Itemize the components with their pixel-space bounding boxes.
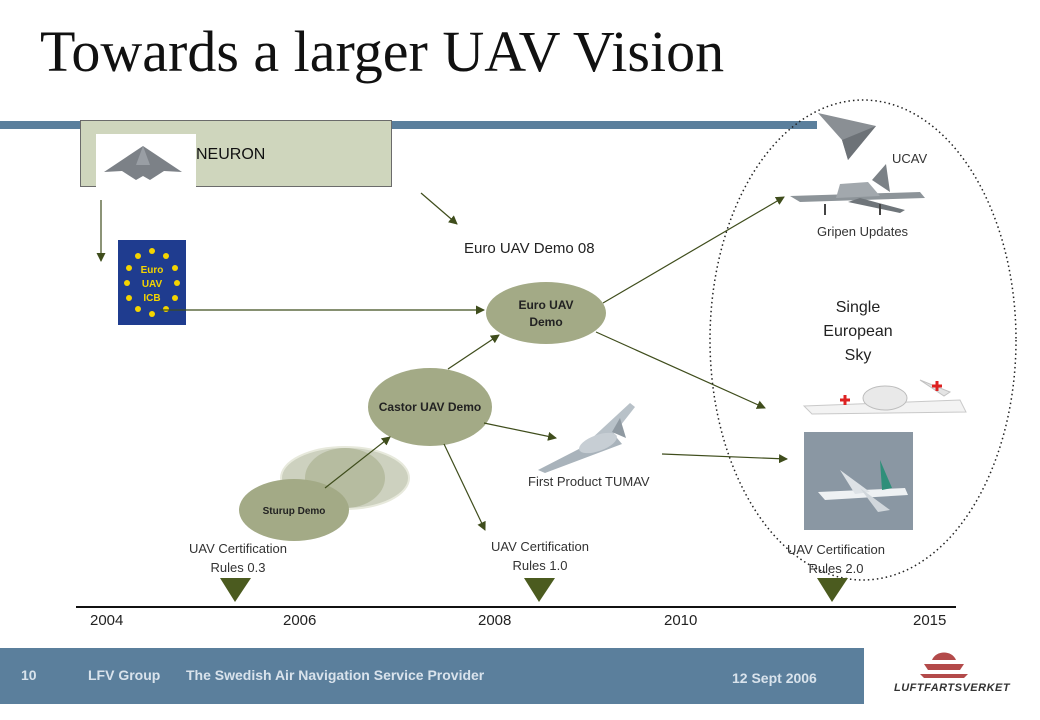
future-vision-ellipse — [709, 99, 1017, 581]
sturup-demo-node-label: Sturup Demo — [262, 506, 326, 517]
ucav-label: UCAV — [892, 151, 928, 166]
cert-10-line-1: UAV Certification — [490, 539, 589, 554]
footer-date: 12 Sept 2006 — [732, 670, 817, 686]
euro-demo-line-1: Euro UAV — [518, 298, 574, 312]
sturup-demo-node — [239, 479, 349, 541]
tumav-aircraft-image — [538, 403, 635, 473]
sky-uav-image — [802, 379, 967, 415]
neuron-label: NEURON — [196, 146, 266, 163]
single-european-sky-label: Single European Sky — [800, 296, 916, 368]
lfv-crown-icon — [920, 652, 968, 678]
milestone-marker-03 — [220, 578, 251, 602]
cert-20-line-1: UAV Certification — [786, 542, 885, 557]
castor-demo-node-label: Castor UAV Demo — [378, 400, 482, 414]
year-2008: 2008 — [478, 612, 512, 629]
euro-demo-node — [486, 282, 606, 344]
arrow-castor-euro — [447, 334, 500, 370]
icb-text-3: ICB — [143, 293, 160, 304]
icb-text-2: UAV — [142, 279, 163, 290]
title-rule — [0, 121, 817, 129]
cert-10-line-2: Rules 1.0 — [512, 558, 568, 573]
castor-demo-node — [368, 368, 492, 446]
ucav-drone-image — [818, 113, 876, 160]
cert-10-label: UAV Certification Rules 1.0 — [470, 537, 610, 575]
gripen-jet-image — [790, 164, 925, 215]
footer-bar — [0, 648, 864, 704]
gripen-label: Gripen Updates — [817, 224, 909, 239]
cert-20-label: UAV Certification Rules 2.0 — [766, 540, 906, 578]
euro-demo-line-2: Demo — [529, 315, 563, 329]
arrow-sturup-castor — [324, 436, 391, 489]
arrow-euro-gripen — [602, 196, 785, 304]
year-2010: 2010 — [664, 612, 698, 629]
milestone-marker-20 — [817, 578, 848, 602]
year-2006: 2006 — [283, 612, 317, 629]
icb-text-1: Euro — [141, 265, 164, 276]
euro-demo-node-label: Euro UAV Demo — [496, 297, 596, 331]
footer-tagline: The Swedish Air Navigation Service Provi… — [186, 667, 485, 683]
milestone-marker-10 — [524, 578, 555, 602]
footer-org: LFV Group — [88, 667, 161, 683]
lfv-logo: LUFTFARTSVERKET — [880, 648, 1030, 708]
slide-title: Towards a larger UAV Vision — [40, 19, 725, 84]
single-sky-line-1: Single — [835, 299, 881, 316]
year-2015: 2015 — [913, 612, 947, 629]
single-sky-line-2: European — [823, 323, 893, 340]
arrow-castor-tumav — [483, 422, 557, 441]
euro-demo-08-label: Euro UAV Demo 08 — [464, 240, 595, 257]
arrows — [96, 192, 788, 531]
arrow-tumav-airliner — [661, 453, 788, 464]
lfv-logo-text: LUFTFARTSVERKET — [894, 682, 1011, 694]
cert-03-line-1: UAV Certification — [188, 541, 287, 556]
page-number: 10 — [21, 667, 37, 683]
arrow-castor-cert — [443, 443, 486, 531]
neuron-drone-image — [96, 134, 196, 190]
icb-logo: Euro UAV ICB — [118, 240, 186, 325]
airliner-photo — [804, 432, 913, 530]
cert-03-label: UAV Certification Rules 0.3 — [168, 539, 308, 577]
arrow-neuron-euro — [420, 192, 458, 225]
cert-03-line-2: Rules 0.3 — [210, 560, 266, 575]
arrow-euro-sky — [595, 331, 766, 409]
year-2004: 2004 — [90, 612, 124, 629]
cert-20-line-2: Rules 2.0 — [808, 561, 864, 576]
single-sky-line-3: Sky — [844, 347, 872, 364]
first-product-label: First Product TUMAV — [528, 474, 650, 489]
